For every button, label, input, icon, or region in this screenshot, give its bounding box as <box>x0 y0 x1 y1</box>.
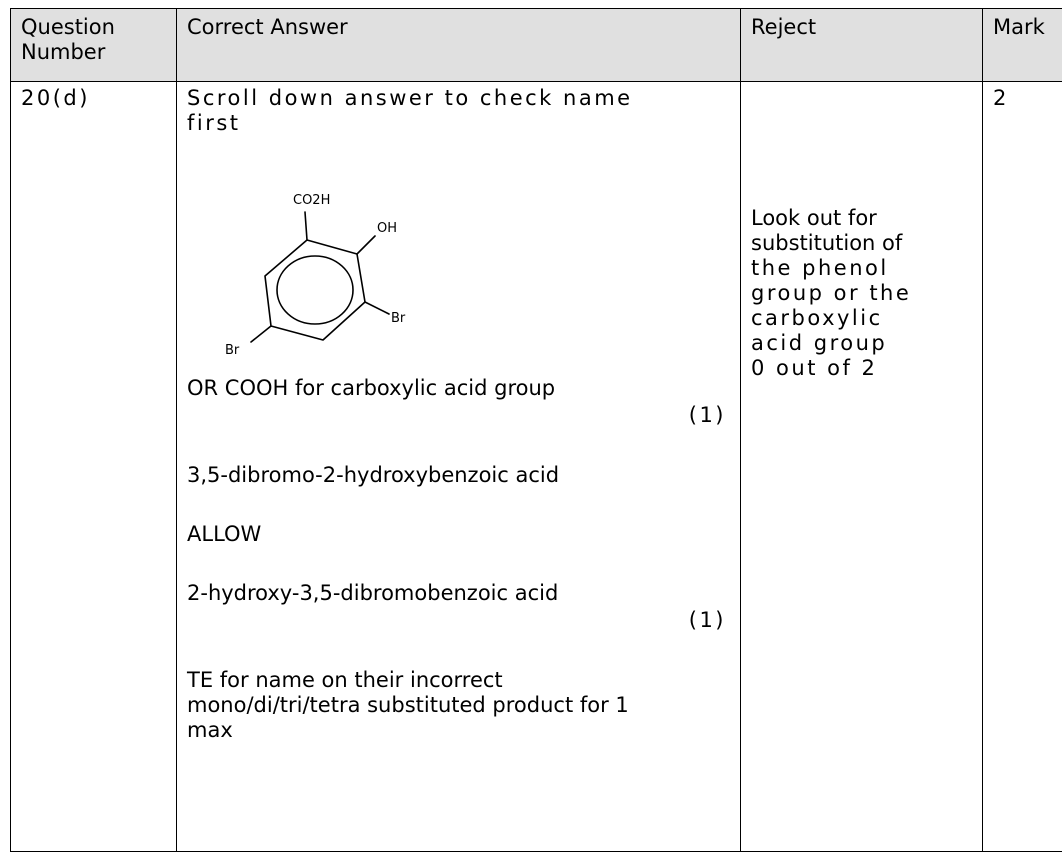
header-reject: Reject <box>741 9 983 82</box>
hydroxyl-label: OH <box>377 221 397 236</box>
carboxyl-label: CO2H <box>293 193 330 208</box>
mark-value: 2 <box>983 82 1062 852</box>
reject-line: carboxylic <box>751 306 972 331</box>
alt-group-note: OR COOH for carboxylic acid group <box>187 376 730 401</box>
mark-one: (1) <box>187 403 726 428</box>
mark-two: (1) <box>187 608 726 633</box>
alternative-name: 2-hydroxy-3,5-dibromobenzoic acid <box>187 581 730 606</box>
reject-text: Look out for substitution of the phenol … <box>751 206 972 381</box>
reject-line: substitution of <box>751 231 972 256</box>
correct-answer-cell: Scroll down answer to check name first <box>177 82 741 852</box>
bromo-right-label: Br <box>391 311 406 326</box>
bromo-left-label: Br <box>225 343 240 358</box>
dibromohydroxybenzoic-acid-structure: CO2H OH Br Br <box>189 184 429 364</box>
header-correct-answer: Correct Answer <box>177 9 741 82</box>
header-row: Question Number Correct Answer Reject Ma… <box>11 9 1062 82</box>
reject-cell: Look out for substitution of the phenol … <box>741 82 983 852</box>
mark-scheme-table: Question Number Correct Answer Reject Ma… <box>10 8 1062 852</box>
header-mark: Mark <box>983 9 1062 82</box>
scroll-note: Scroll down answer to check name first <box>187 86 647 136</box>
header-question-number: Question Number <box>11 9 177 82</box>
reject-line: 0 out of 2 <box>751 356 972 381</box>
reject-line: group or the <box>751 281 972 306</box>
question-number: 20(d) <box>11 82 177 852</box>
table-row: 20(d) Scroll down answer to check name f… <box>11 82 1062 852</box>
allow-label: ALLOW <box>187 522 730 547</box>
reject-line: Look out for <box>751 206 972 231</box>
te-note: TE for name on their incorrect mono/di/t… <box>187 668 667 743</box>
reject-line: the phenol <box>751 256 972 281</box>
accepted-name: 3,5-dibromo-2-hydroxybenzoic acid <box>187 463 730 488</box>
reject-line: acid group <box>751 331 972 356</box>
